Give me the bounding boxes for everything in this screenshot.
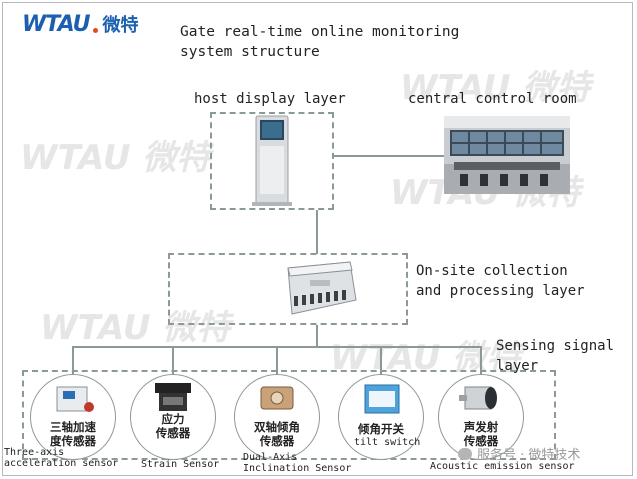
sensor-1-en-line-1: Three-axis <box>4 447 65 458</box>
sensor-5-cn-label: 声发射 传感器 <box>450 420 512 448</box>
drop-line-4 <box>380 346 382 376</box>
sensor-3-en-line-2: Inclination Sensor <box>243 463 352 474</box>
sensor-1-en-label: Three-axis acceleration sensor <box>4 447 118 469</box>
collection-layer-box <box>168 253 408 325</box>
inclinometer-image <box>260 386 294 410</box>
logo-text-en: WTAU <box>22 11 90 37</box>
sensor-5-cn-line-2: 传感器 <box>463 434 499 448</box>
logo-text-cn: 微特 <box>102 15 139 36</box>
title-line-2: system structure <box>180 44 320 60</box>
sensor-1-en-line-2: acceleration sensor <box>4 458 119 469</box>
sensor-3-en-label: Dual-Axis Inclination Sensor <box>243 452 351 474</box>
sensing-label-line-1: Sensing signal <box>496 338 615 354</box>
sensor-2-en-label: Strain Sensor <box>141 459 219 470</box>
collection-label-line-2: and processing layer <box>416 283 585 299</box>
drop-line-5 <box>480 346 482 376</box>
drop-line-2 <box>172 346 174 376</box>
sensor-node-5 <box>438 374 524 460</box>
sensor-4-cn-label: 倾角开关 <box>350 422 412 436</box>
acoustic-sensor-image <box>459 386 497 410</box>
collection-sensing-connector <box>316 325 318 347</box>
display-kiosk-image <box>252 115 292 206</box>
accelerometer-image <box>56 386 94 412</box>
host-layer-box <box>210 112 334 210</box>
control-room-image <box>444 116 570 194</box>
diagram-title: Gate real-time online monitoring system … <box>180 22 459 62</box>
strain-sensor-image <box>155 383 191 411</box>
sensor-2-cn-line-2: 传感器 <box>155 426 191 440</box>
sensor-4-en-line-1: tilt switch <box>354 437 421 448</box>
sensor-1-cn-line-2: 度传感器 <box>50 434 96 448</box>
sensor-2-cn-label: 应力 传感器 <box>142 412 204 440</box>
host-control-connector <box>334 155 444 157</box>
tilt-switch-image <box>364 384 400 414</box>
wechat-icon <box>458 447 472 460</box>
collection-layer-label: On-site collection and processing layer <box>416 261 585 301</box>
drop-line-3 <box>276 346 278 376</box>
sensor-node-3 <box>234 374 320 460</box>
sensing-layer-box <box>22 370 556 460</box>
sensor-5-en-label: Acoustic emission sensor <box>430 461 575 472</box>
control-room-label: central control room <box>408 91 577 107</box>
sensor-4-cn-line-1: 倾角开关 <box>358 422 404 436</box>
sensor-5-en-line-1: Acoustic emission sensor <box>430 461 575 472</box>
host-collection-connector <box>316 210 318 254</box>
sensor-3-cn-line-2: 传感器 <box>259 434 295 448</box>
collection-label-line-1: On-site collection <box>416 263 568 279</box>
sensor-1-cn-line-1: 三轴加速 <box>50 420 96 434</box>
sensor-node-1 <box>30 374 116 460</box>
host-layer-label: host display layer <box>194 91 346 107</box>
sensor-2-cn-line-1: 应力 <box>161 412 185 426</box>
collection-device-image <box>287 261 357 315</box>
sensor-3-cn-label: 双轴倾角 传感器 <box>246 420 308 448</box>
brand-logo: WTAU 微特 <box>22 10 152 38</box>
logo-dot <box>93 27 99 33</box>
footer-watermark: 服务号 · 微特技术 <box>458 444 580 463</box>
drop-line-1 <box>72 346 74 376</box>
sensor-4-en-label: tilt switch <box>354 437 420 448</box>
sensor-3-cn-line-1: 双轴倾角 <box>254 420 300 434</box>
sensor-3-en-line-1: Dual-Axis <box>243 452 298 463</box>
sensor-1-cn-label: 三轴加速 度传感器 <box>42 420 104 448</box>
sensor-node-2 <box>130 374 216 460</box>
sensor-node-4 <box>338 374 424 460</box>
title-line-1: Gate real-time online monitoring <box>180 24 460 40</box>
sensor-5-cn-line-1: 声发射 <box>463 420 499 434</box>
footer-text: 服务号 · 微特技术 <box>477 448 581 463</box>
sensor-2-en-line-1: Strain Sensor <box>141 459 220 470</box>
